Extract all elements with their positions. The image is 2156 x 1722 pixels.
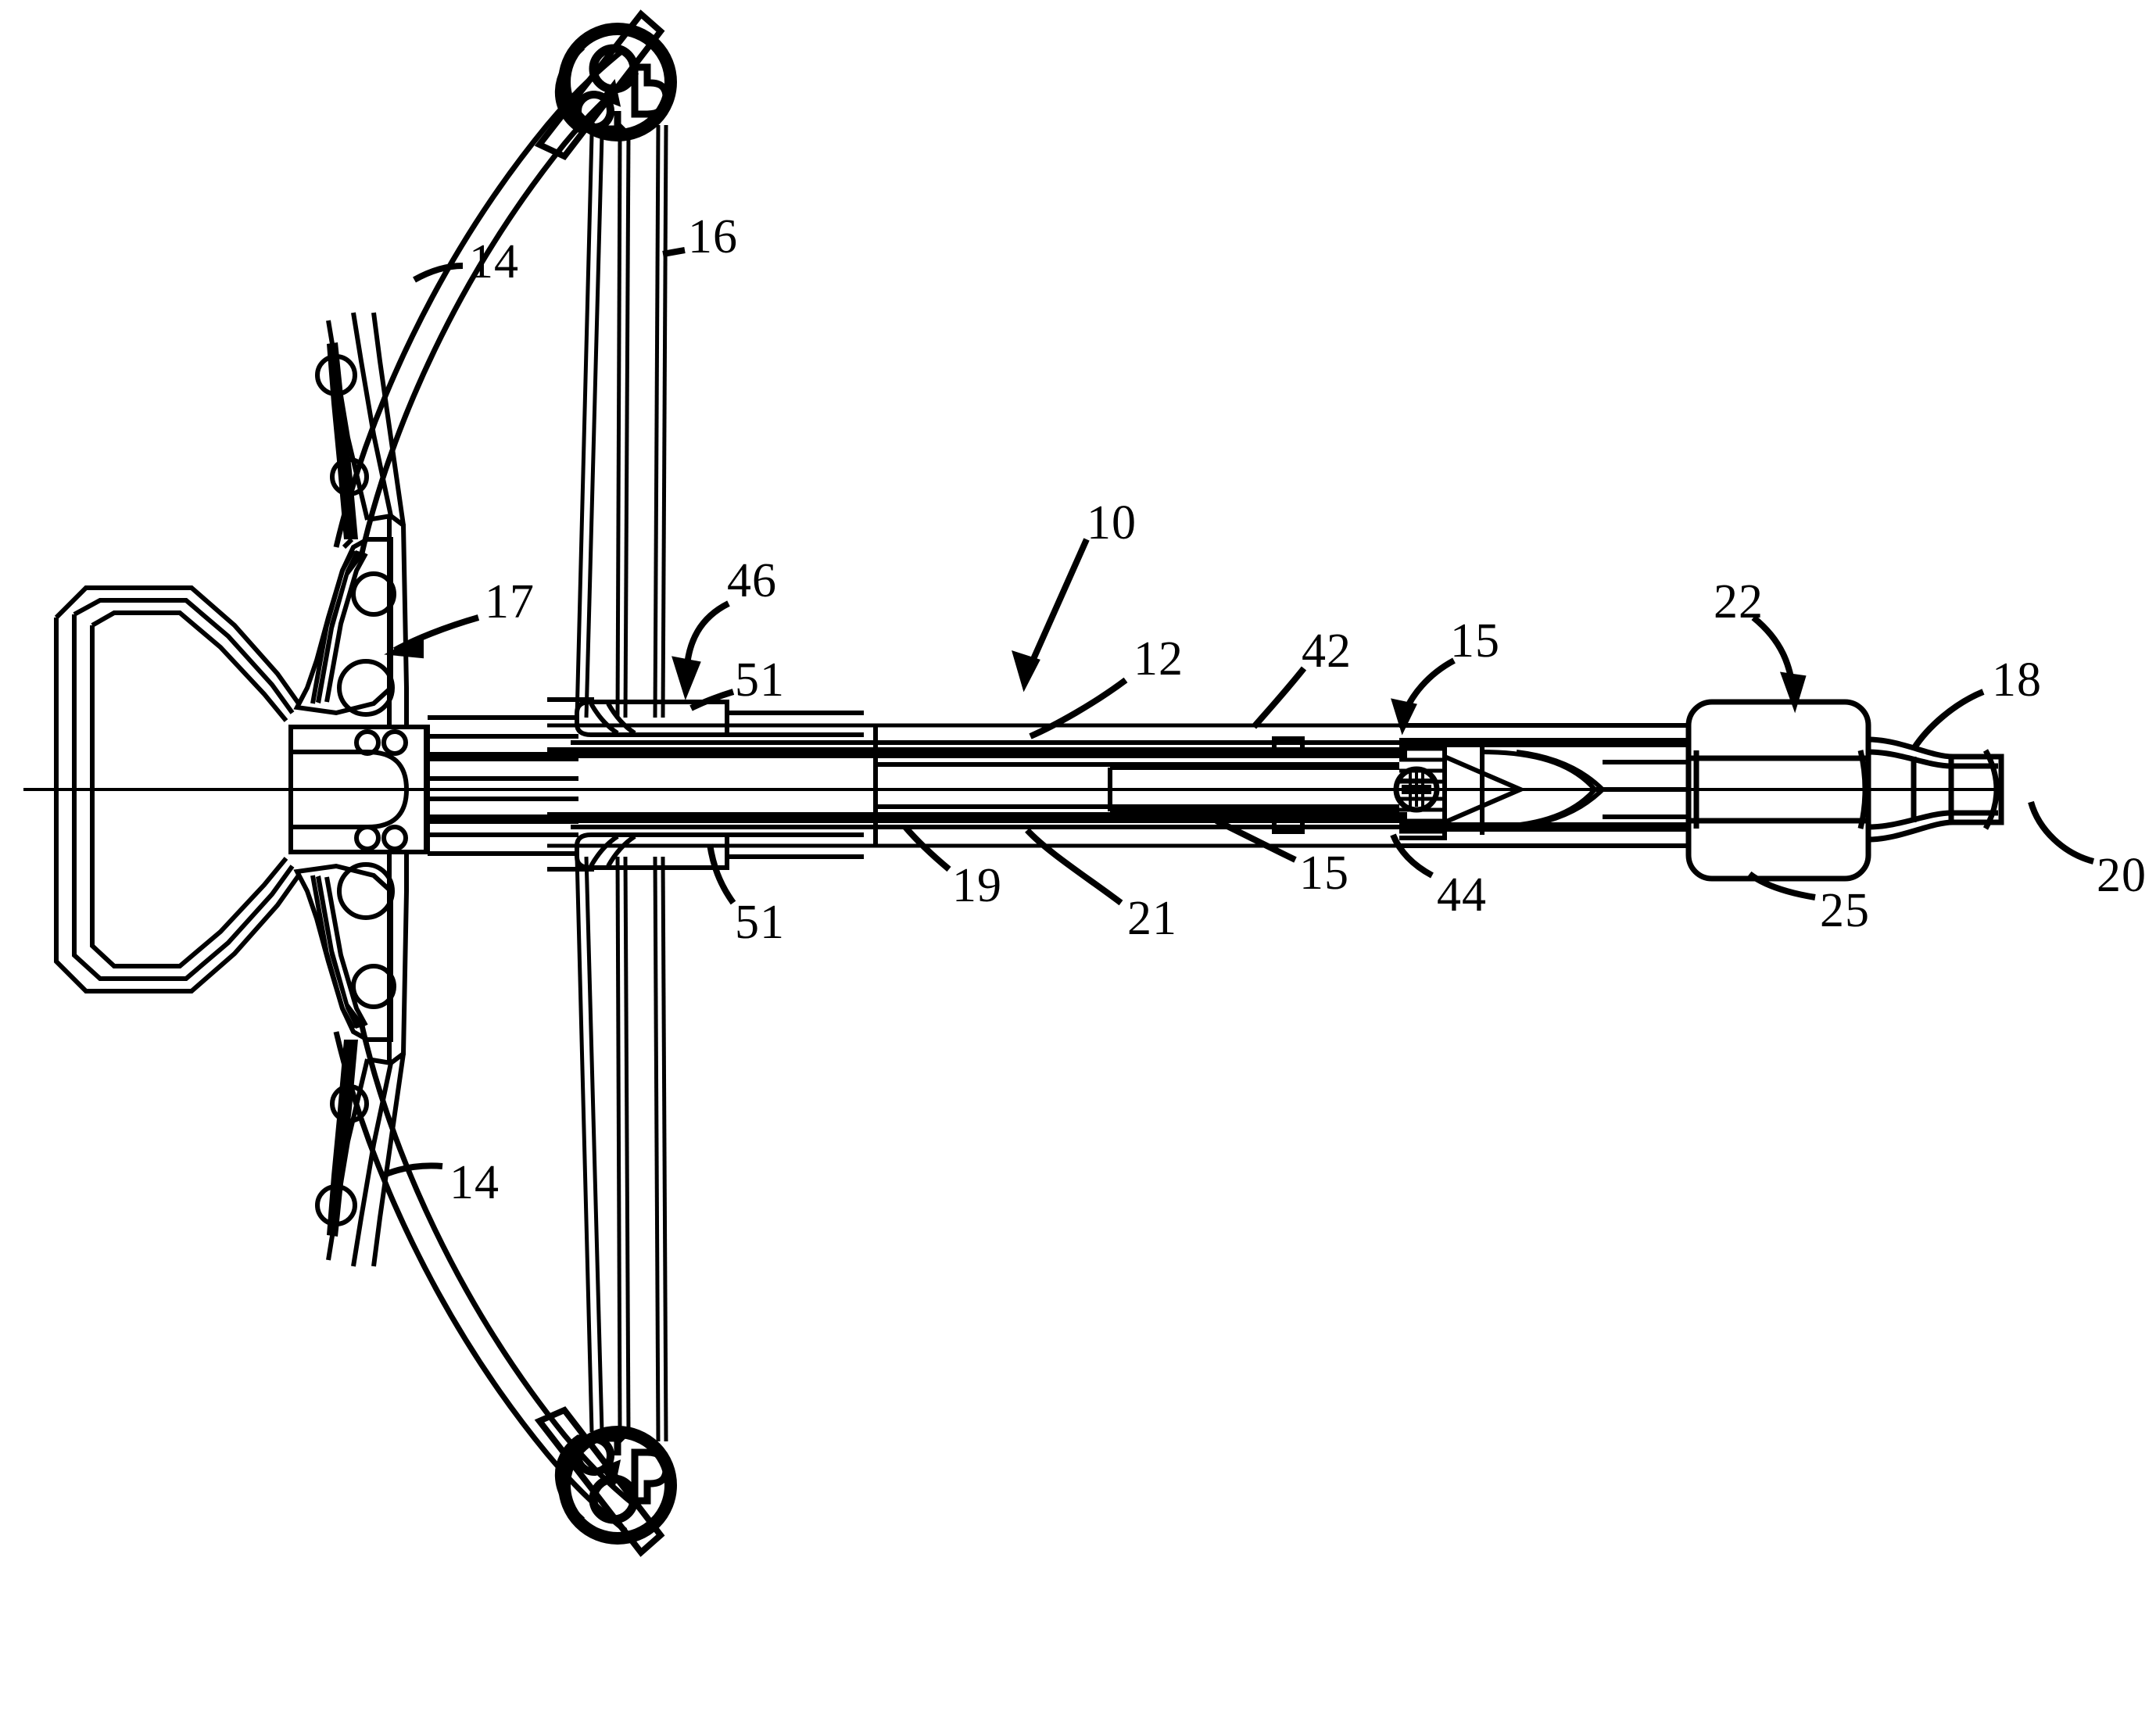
leader-22 — [1751, 614, 1807, 714]
trigger-housing — [1685, 699, 1871, 882]
leader-21 — [1025, 828, 1123, 906]
arrow-bolt — [1108, 739, 1527, 840]
bowstring-and-cables — [575, 124, 668, 1442]
ref-numeral-44: 44 — [1437, 868, 1487, 922]
leader-18 — [1911, 689, 1985, 751]
riser-center-block — [288, 725, 430, 854]
leader-15-top — [1391, 657, 1456, 736]
leader-46 — [672, 600, 730, 700]
ref-numeral-14-upper: 14 — [469, 235, 519, 288]
barrel-assembly — [547, 697, 1407, 872]
buttstock — [1868, 736, 2004, 843]
leader-51-top — [689, 689, 735, 711]
leader-42 — [1251, 666, 1307, 729]
upper-cam — [534, 9, 677, 160]
leader-20 — [2028, 800, 2095, 865]
ref-numeral-51-bottom: 51 — [735, 896, 785, 949]
ref-numeral-51-top: 51 — [735, 653, 785, 707]
leader-15-bottom — [1215, 818, 1297, 863]
leader-12 — [1029, 677, 1128, 739]
leader-14-upper — [413, 263, 464, 283]
leader-19 — [902, 825, 951, 872]
ref-numeral-46: 46 — [727, 554, 777, 607]
leader-51-bottom — [707, 843, 736, 905]
leader-14-lower — [379, 1162, 443, 1180]
leader-16 — [662, 247, 686, 257]
front-grip-loop — [54, 585, 301, 993]
leader-10 — [1012, 538, 1090, 693]
ref-numeral-22: 22 — [1714, 575, 1764, 628]
ref-numeral-16: 16 — [688, 210, 738, 263]
ref-numeral-15-bottom: 15 — [1299, 847, 1349, 900]
ref-numeral-10: 10 — [1087, 496, 1137, 550]
leader-25 — [1747, 871, 1816, 900]
ref-numeral-14-lower: 14 — [449, 1156, 500, 1209]
ref-numeral-42: 42 — [1302, 625, 1352, 678]
ref-numeral-25: 25 — [1820, 884, 1870, 937]
lower-cam — [534, 1406, 677, 1557]
ref-numeral-17: 17 — [485, 575, 535, 628]
ref-numeral-18: 18 — [1992, 653, 2042, 707]
ref-numeral-19: 19 — [952, 859, 1002, 912]
ref-numeral-20: 20 — [2097, 849, 2147, 902]
rear-barrel — [1399, 723, 1689, 848]
ref-numeral-12: 12 — [1134, 632, 1184, 686]
riser-holes — [315, 354, 408, 1226]
ref-numeral-15-top: 15 — [1450, 614, 1500, 668]
ref-numeral-21: 21 — [1127, 892, 1177, 945]
leader-44 — [1390, 833, 1434, 879]
barrel-front-section — [428, 715, 578, 856]
leader-17 — [384, 614, 480, 659]
